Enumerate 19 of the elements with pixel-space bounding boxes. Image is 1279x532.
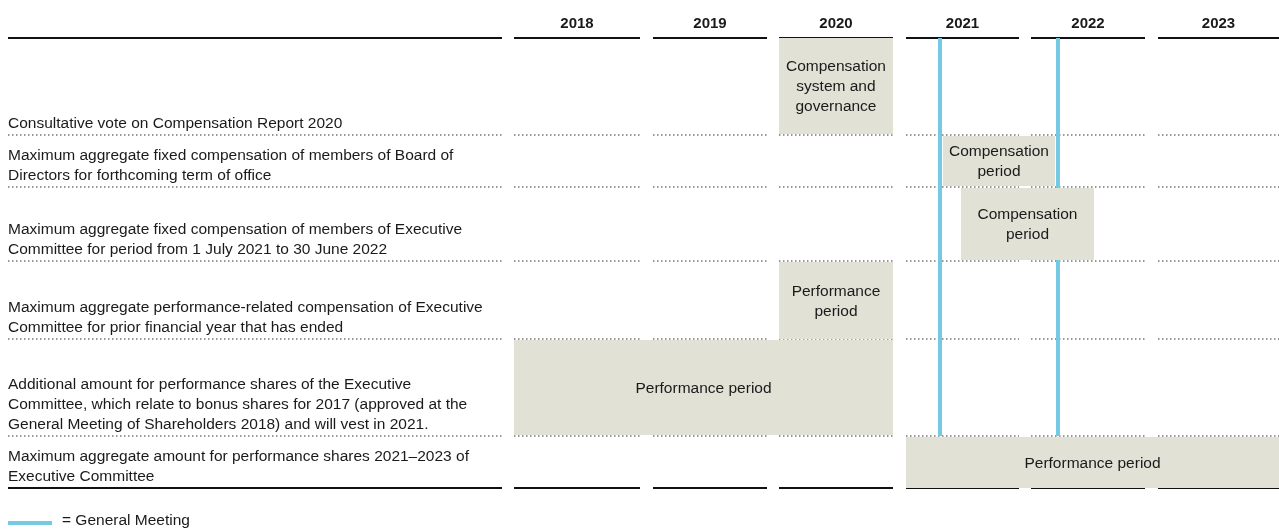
- legend-text: = General Meeting: [62, 510, 190, 530]
- row-description: Consultative vote on Compensation Report 2020: [8, 113, 344, 133]
- year-header: 2023: [1200, 14, 1237, 31]
- period-bar: Compensation period: [961, 188, 1094, 260]
- period-bar: Performance period: [906, 437, 1279, 488]
- row-description: Maximum aggregate amount for performance shares 2021–2023 of Executive Committee: [8, 446, 470, 486]
- year-header: 2020: [818, 14, 854, 31]
- row-description: Additional amount for performance shares of the Executive Committee, which relate to bonus shares for 2017 (approved at the General Meeting of Shareholders 2018) and will vest in 2021.: [8, 374, 469, 434]
- year-header: 2021: [944, 14, 981, 31]
- row-description: Maximum aggregate fixed compensation of members of Board of Directors for forthcoming term of office: [8, 145, 455, 185]
- year-header: 2018: [559, 14, 595, 31]
- year-header: 2022: [1070, 14, 1106, 31]
- period-bar: Compensation period: [943, 136, 1055, 186]
- year-header: 2019: [692, 14, 728, 31]
- row-description: Maximum aggregate fixed compensation of members of Executive Committee for period from 1 July 2021 to 30 June 2022: [8, 219, 464, 259]
- period-bar: Performance period: [514, 340, 893, 435]
- period-bar: Performance period: [779, 262, 893, 339]
- period-bar: Compensation system and governance: [779, 38, 893, 134]
- row-description: Maximum aggregate performance-related compensation of Executive Committee for prior financial year that has ended: [8, 297, 484, 337]
